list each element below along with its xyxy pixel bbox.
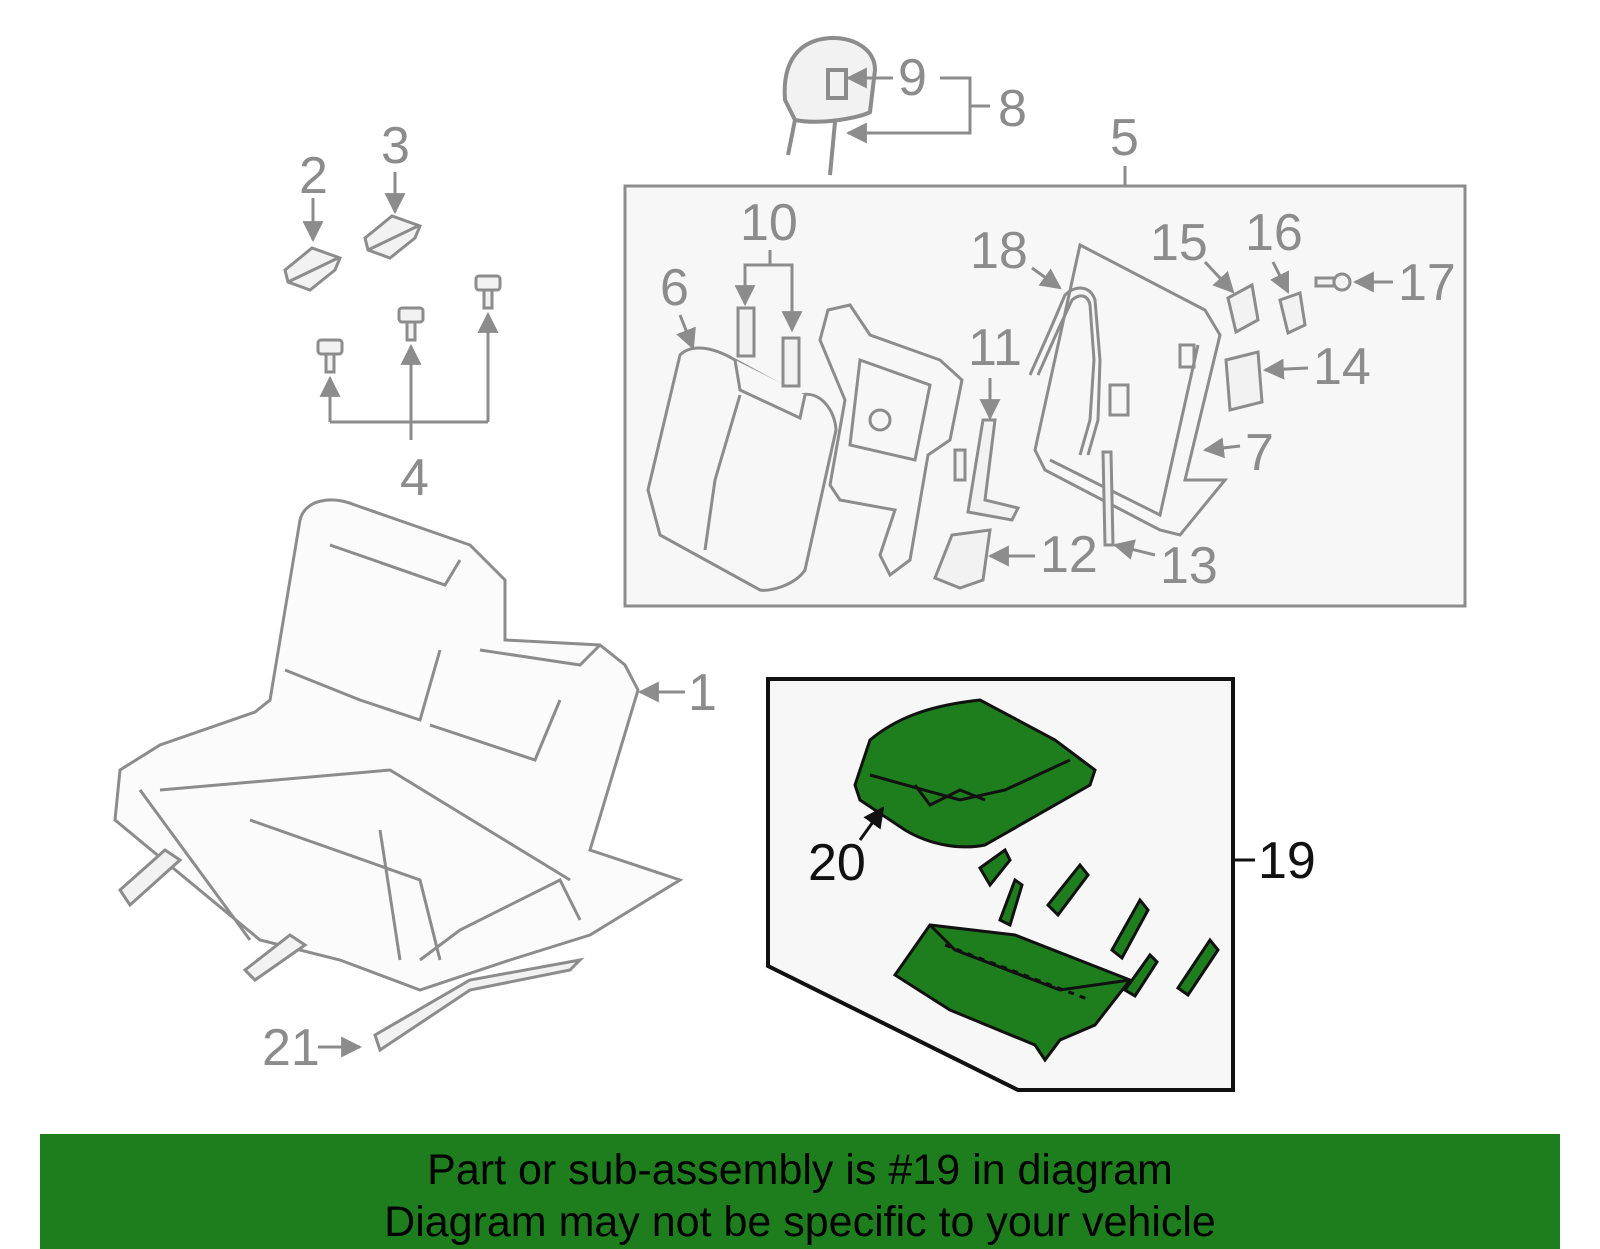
leader-8-9 (845, 67, 990, 144)
leader-16 (1270, 261, 1290, 294)
leader-2-3 (302, 172, 406, 243)
notice-banner: Part or sub-assembly is #19 in diagram D… (40, 1134, 1560, 1249)
leader-15 (1203, 260, 1235, 294)
seat-cushion-part-20 (853, 698, 1097, 849)
callout-9: 9 (898, 49, 927, 107)
callout-7: 7 (1245, 424, 1274, 482)
rear-seat-assembly-part-1 (113, 498, 684, 1053)
callout-8: 8 (998, 80, 1027, 138)
leader-4 (319, 311, 499, 440)
callout-12: 12 (1040, 526, 1098, 584)
callout-17: 17 (1398, 254, 1456, 312)
leader-6 (676, 314, 696, 350)
callout-1: 1 (688, 664, 717, 722)
bolts-part-4 (316, 274, 502, 374)
leader-7 (1202, 437, 1241, 459)
wire-part-18 (1028, 286, 1102, 456)
leader-10 (734, 250, 803, 333)
callout-10: 10 (740, 194, 798, 252)
seat-frame (892, 847, 1220, 1063)
clip-part-3 (363, 214, 422, 260)
callout-20: 20 (808, 834, 866, 892)
clip-part-15 (1226, 282, 1260, 335)
headrest (782, 35, 878, 176)
back-panel-part-7 (1033, 242, 1229, 537)
callout-18: 18 (970, 222, 1028, 280)
leader-20 (858, 806, 885, 841)
cover-part-12 (933, 528, 992, 590)
rod-part-13 (1101, 450, 1115, 547)
screw-part-17 (1314, 272, 1352, 292)
banner-line-2: Diagram may not be specific to your vehi… (384, 1198, 1216, 1246)
seatback-cushion-part-6 (646, 346, 838, 592)
callout-14: 14 (1313, 338, 1371, 396)
banner-line-1: Part or sub-assembly is #19 in diagram (427, 1146, 1173, 1194)
leader-13 (1112, 539, 1156, 560)
callout-2: 2 (299, 147, 328, 205)
callout-21: 21 (262, 1019, 320, 1077)
callout-4: 4 (400, 449, 429, 507)
clip-part-2 (283, 246, 342, 292)
callout-11: 11 (968, 319, 1022, 377)
headrest-guides-part-10 (736, 306, 801, 388)
callout-13: 13 (1160, 537, 1218, 595)
callout-5: 5 (1110, 109, 1139, 167)
clip-part-16 (1278, 290, 1307, 336)
callout-15: 15 (1150, 214, 1208, 272)
parts-diagram: 1 2 3 4 5 6 7 8 9 10 11 12 13 14 15 16 1… (113, 35, 1467, 1092)
leader-14 (1262, 358, 1309, 380)
callout-3: 3 (381, 117, 410, 175)
leader-18 (1031, 266, 1062, 290)
seatback-frame (818, 303, 964, 578)
callout-16: 16 (1245, 204, 1303, 262)
callout-6: 6 (660, 259, 689, 317)
clip-part-14 (1224, 350, 1264, 412)
callout-19: 19 (1258, 832, 1316, 890)
